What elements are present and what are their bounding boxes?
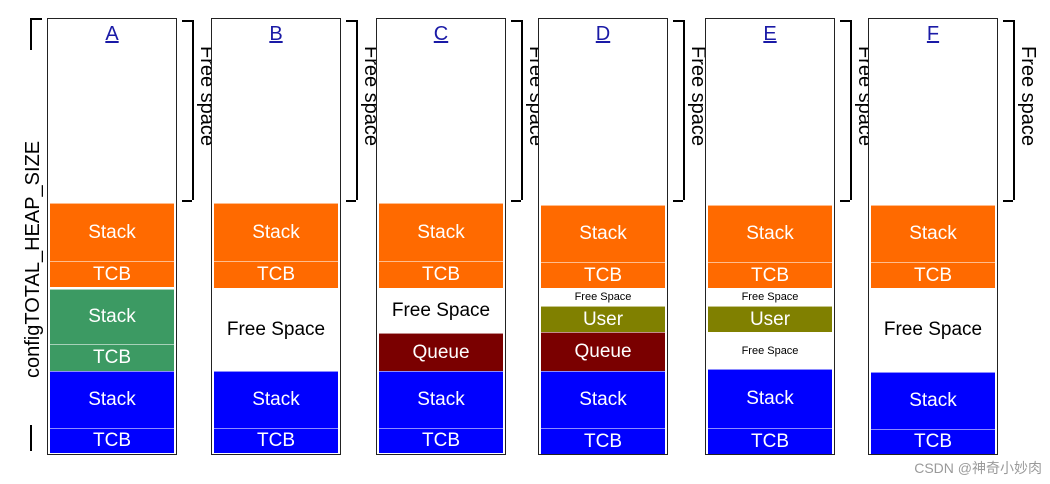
watermark: CSDN @神奇小妙肉 (914, 460, 1042, 476)
column-title-link[interactable]: D (595, 23, 611, 45)
free-space-block: Free Space (741, 291, 799, 303)
tcb-block: TCB (541, 262, 665, 288)
tcb-block: TCB (871, 262, 995, 288)
tcb-block: TCB (871, 429, 995, 454)
user-block: User (541, 306, 665, 332)
free-space-block: Free Space (741, 344, 799, 357)
stack-block: Stack (541, 371, 665, 428)
stack-block: Stack (871, 372, 995, 429)
column-title-link[interactable]: A (105, 23, 119, 45)
user-block: User (708, 306, 832, 332)
free-space-bracket-top (1003, 20, 1013, 22)
column-title-link[interactable]: E (763, 23, 777, 45)
free-space-bracket-bottom (840, 200, 850, 202)
tcb-block: TCB (214, 261, 338, 288)
stack-block: Stack (50, 371, 174, 428)
tcb-block: TCB (708, 428, 832, 454)
free-space-bracket-top (840, 20, 850, 22)
free-space-block: Free Space (226, 318, 326, 340)
free-space-bracket-line (1013, 20, 1015, 200)
heap-size-bracket-left-bottom (30, 425, 32, 451)
stack-block: Stack (50, 203, 174, 261)
column-title-link[interactable]: F (926, 23, 940, 45)
stack-block: Stack (871, 205, 995, 262)
tcb-block: TCB (50, 344, 174, 371)
free-space-bracket-bottom (673, 200, 683, 202)
heap-size-bracket-left (30, 18, 32, 50)
tcb-block: TCB (379, 261, 503, 288)
free-space-bracket-bottom (511, 200, 521, 202)
free-space-bracket-top (346, 20, 356, 22)
column-title-link[interactable]: C (433, 23, 449, 45)
stack-block: Stack (708, 205, 832, 262)
free-space-bracket-top (673, 20, 683, 22)
free-space-bracket-top (511, 20, 521, 22)
stack-block: Stack (541, 205, 665, 262)
stack-block: Stack (50, 289, 174, 344)
queue-block: Queue (541, 332, 665, 371)
tcb-block: TCB (50, 261, 174, 287)
free-space-block: Free Space (883, 319, 983, 340)
stack-block: Stack (379, 371, 503, 428)
tcb-block: TCB (379, 428, 503, 453)
free-space-bracket-bottom (1003, 200, 1013, 202)
free-space-bracket-line (192, 20, 194, 200)
free-space-block: Free Space (391, 299, 491, 321)
free-space-bracket-top (182, 20, 192, 22)
free-space-bracket-line (521, 20, 523, 200)
column-title-link[interactable]: B (269, 23, 283, 45)
tcb-block: TCB (708, 262, 832, 288)
stack-block: Stack (214, 371, 338, 428)
stack-block: Stack (708, 369, 832, 428)
free-space-bracket-line (356, 20, 358, 200)
stack-block: Stack (379, 203, 503, 261)
free-space-block: Free Space (574, 291, 632, 303)
free-space-bracket-line (850, 20, 852, 200)
free-space-bracket-bottom (346, 200, 356, 202)
tcb-block: TCB (50, 428, 174, 453)
queue-block: Queue (379, 333, 503, 371)
heap-size-label: configTOTAL_HEAP_SIZE (22, 140, 44, 378)
free-space-bracket-bottom (182, 200, 192, 202)
free-space-label: Free space (1017, 46, 1039, 147)
tcb-block: TCB (541, 428, 665, 454)
tcb-block: TCB (214, 428, 338, 453)
free-space-bracket-line (683, 20, 685, 200)
stack-block: Stack (214, 203, 338, 261)
